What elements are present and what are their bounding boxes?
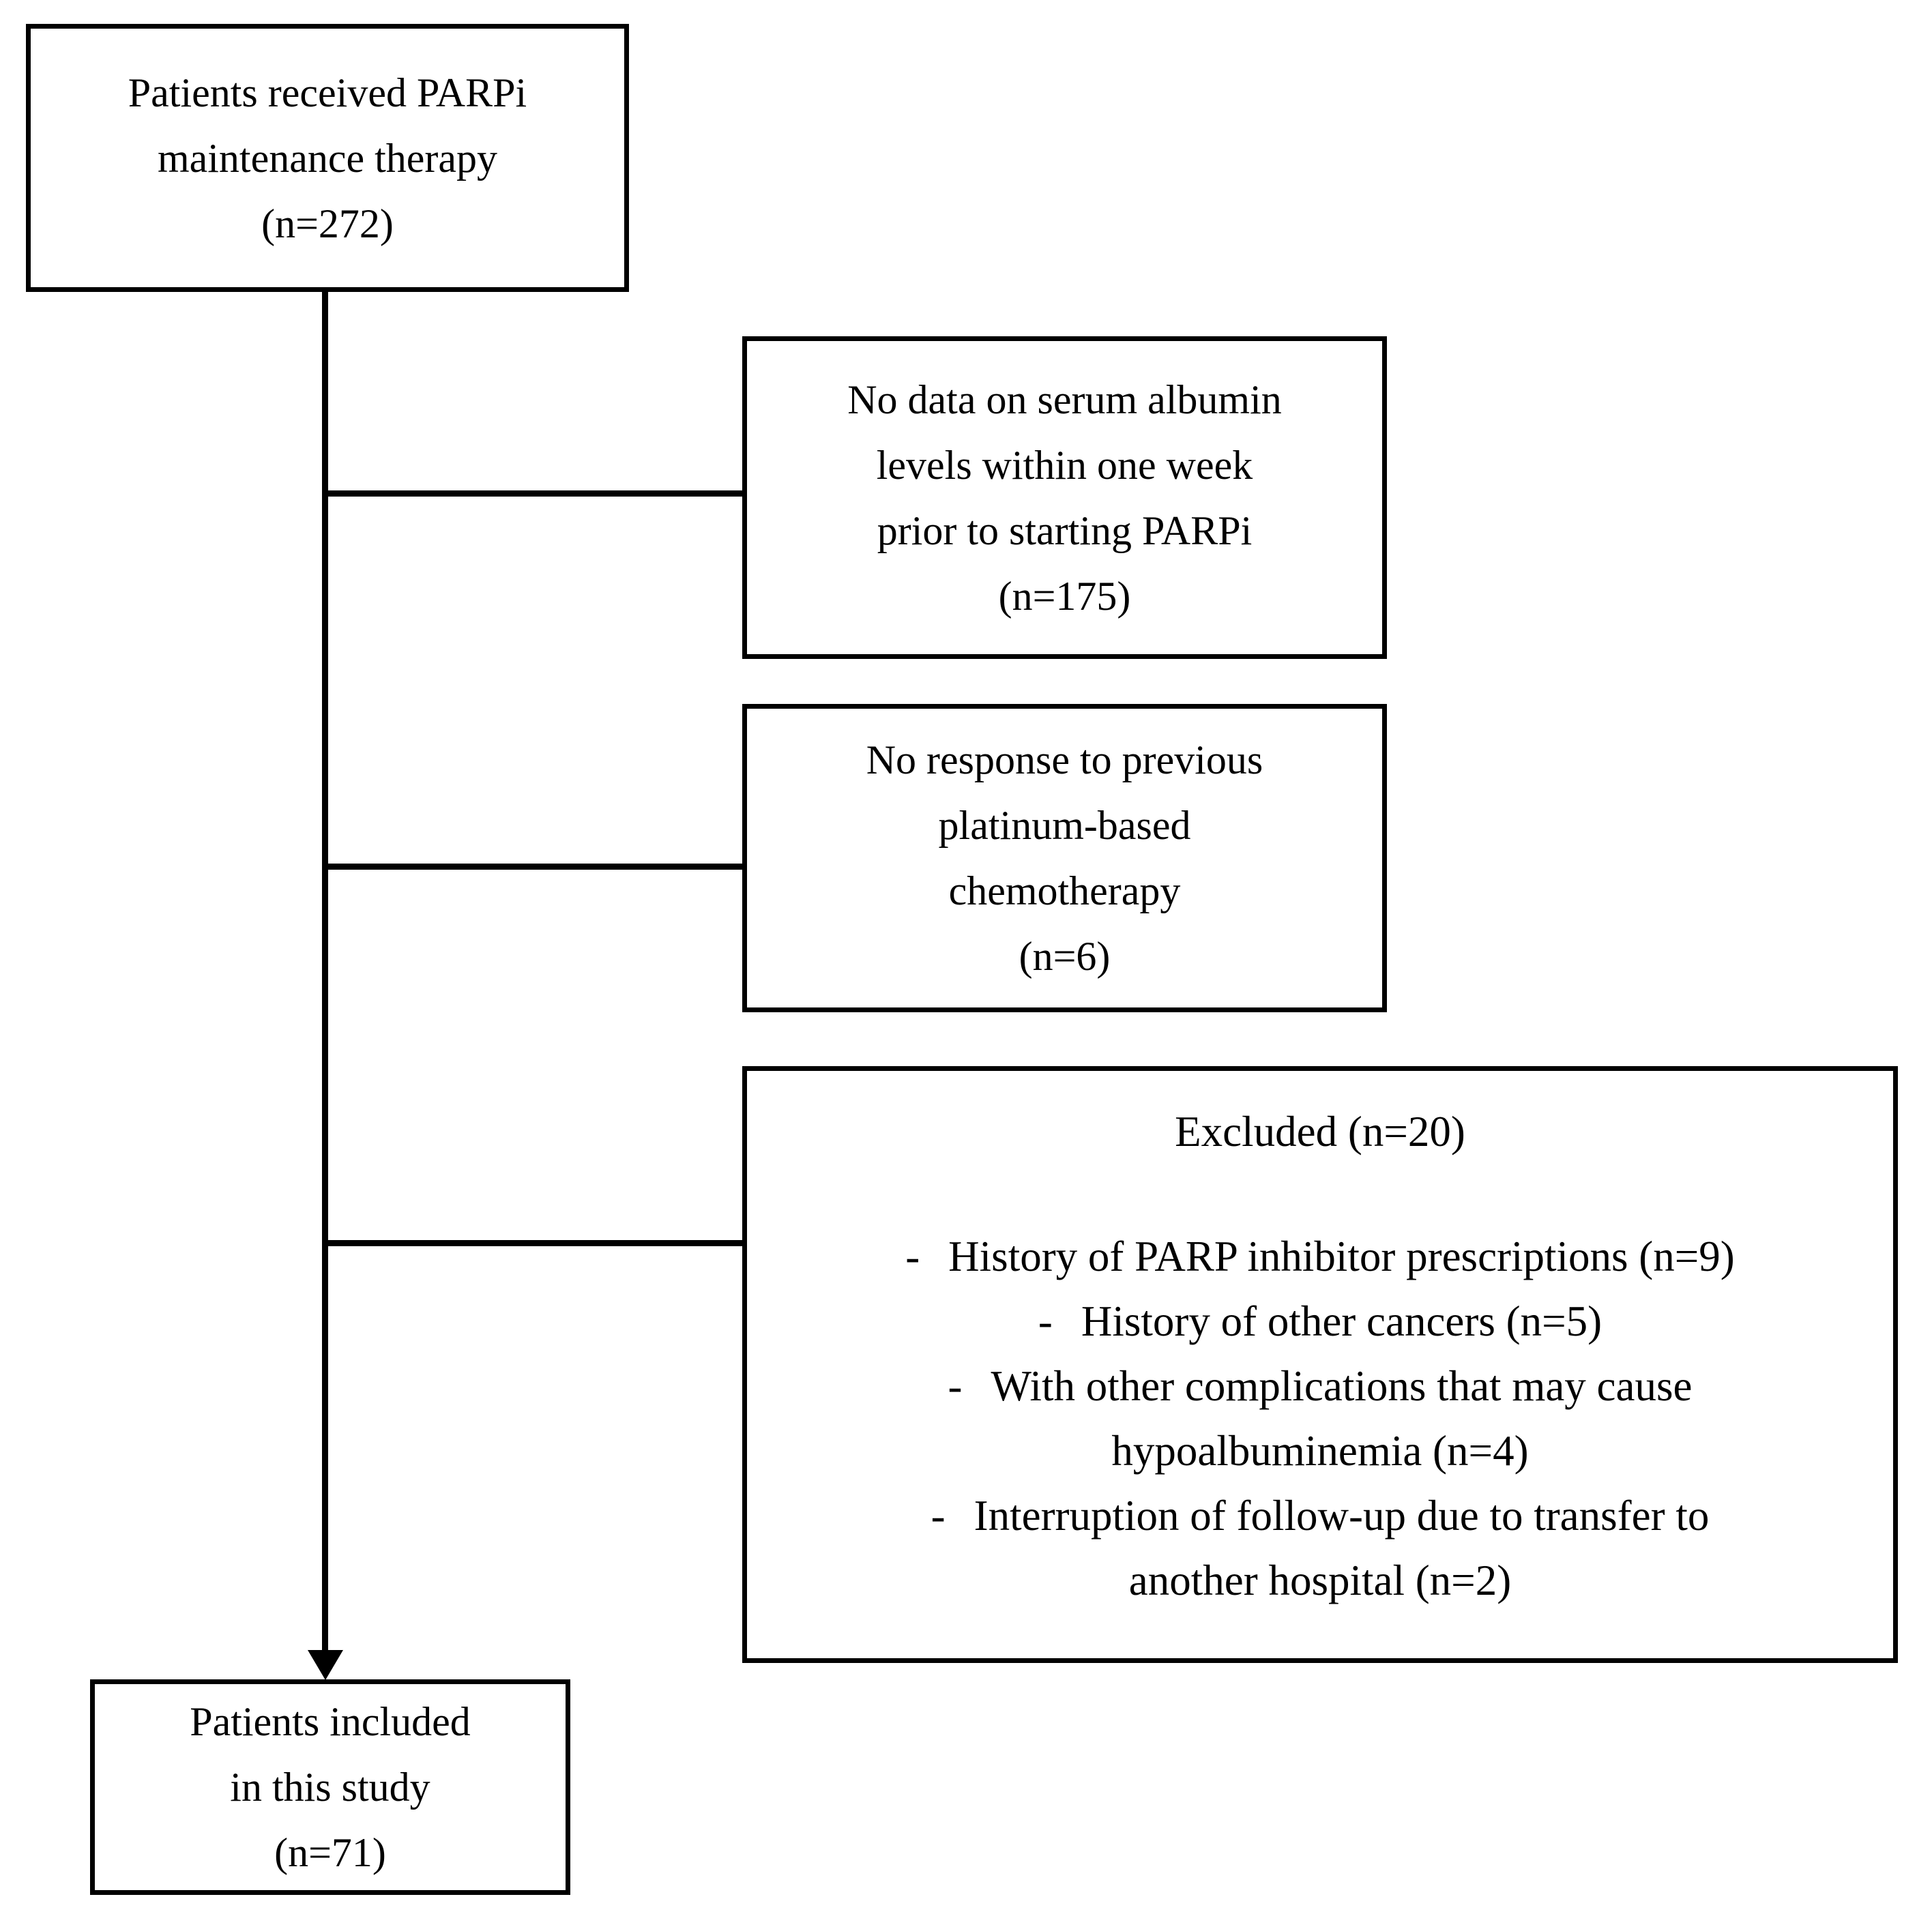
bullet-dash: - [948,1362,963,1410]
bullet-text-wrap: hypoalbuminemia (n=4) [1111,1427,1529,1475]
box-no-response-count: (n=6) [1019,934,1111,979]
box-no-albumin-data: No data on serum albumin levels within o… [742,336,1387,659]
box-included-line-2: in this study [230,1765,430,1810]
connector-vertical-main [322,291,328,1653]
excluded-bullet-prior-parpi: -History of PARP inhibitor prescriptions… [905,1224,1735,1289]
box-included: Patients included in this study (n=71) [90,1679,570,1895]
arrow-down-icon [308,1650,343,1680]
connector-to-no-response-box [322,864,746,870]
box-no-response-line-3: chemotherapy [948,868,1181,913]
box-no-albumin-line-1: No data on serum albumin [847,377,1282,422]
box-included-count: (n=71) [274,1830,386,1875]
box-no-response-line-2: platinum-based [938,803,1191,848]
box-received-parpi-count: (n=272) [261,201,394,246]
box-included-line-1: Patients included [190,1699,471,1744]
bullet-dash: - [905,1233,920,1280]
bullet-text-wrap: another hospital (n=2) [1128,1557,1512,1604]
box-received-parpi: Patients received PARPi maintenance ther… [26,24,629,292]
bullet-text: History of other cancers (n=5) [1081,1297,1602,1345]
box-received-parpi-line-1: Patients received PARPi [128,70,527,115]
bullet-dash: - [1038,1297,1053,1345]
box-no-albumin-count: (n=175) [998,573,1131,619]
connector-to-excluded-box [322,1240,746,1246]
bullet-text: Interruption of follow-up due to transfe… [974,1492,1710,1540]
box-no-response-line-1: No response to previous [866,737,1263,782]
excluded-bullet-follow-up: -Interruption of follow-up due to transf… [905,1484,1735,1613]
box-no-albumin-line-2: levels within one week [876,442,1253,488]
excluded-bullet-other-cancers: -History of other cancers (n=5) [905,1289,1735,1354]
box-excluded: Excluded (n=20) -History of PARP inhibit… [742,1066,1898,1663]
bullet-dash: - [931,1492,946,1540]
bullet-text: History of PARP inhibitor prescriptions … [948,1233,1735,1280]
connector-to-no-albumin-box [322,490,746,497]
box-received-parpi-line-2: maintenance therapy [157,135,498,181]
box-no-response: No response to previous platinum-based c… [742,704,1387,1012]
bullet-text: With other complications that may cause [991,1362,1693,1410]
excluded-bullet-list: -History of PARP inhibitor prescriptions… [905,1224,1735,1613]
excluded-bullet-complications: -With other complications that may cause… [905,1354,1735,1484]
excluded-title: Excluded (n=20) [1175,1108,1465,1155]
box-no-albumin-line-3: prior to starting PARPi [877,507,1253,553]
